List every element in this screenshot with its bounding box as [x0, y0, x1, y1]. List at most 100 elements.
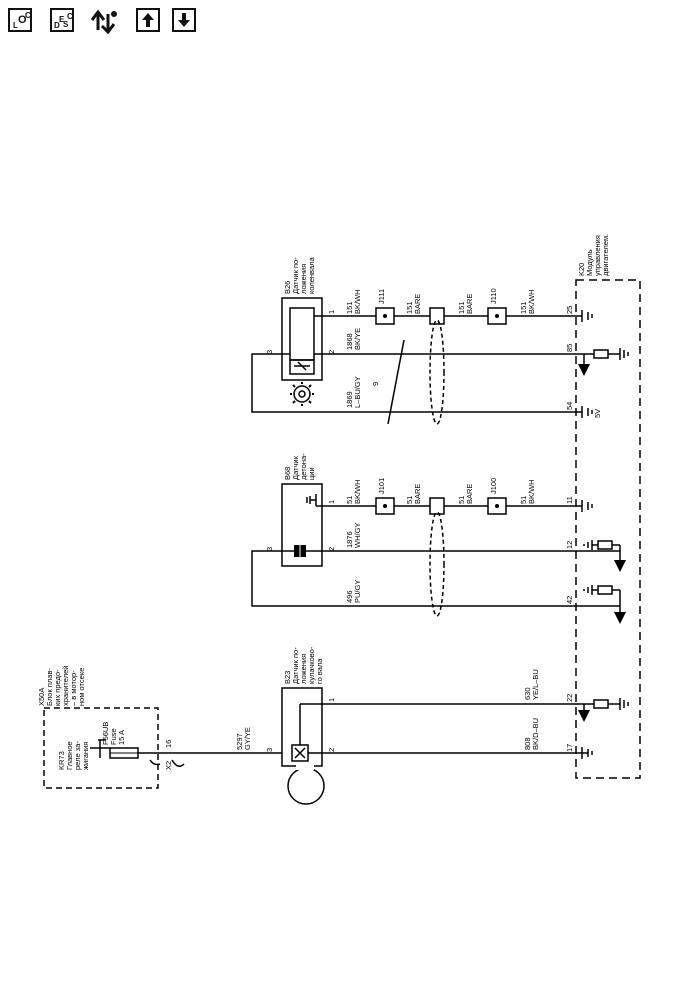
svg-text:ложения: ложения	[299, 264, 308, 294]
loc-letter-o: O	[18, 14, 27, 26]
ecm-5v-reference-pin-54	[581, 406, 593, 418]
shield-b26	[429, 319, 445, 425]
svg-text:51: 51	[345, 496, 354, 504]
ecm-input-pin-22	[578, 698, 629, 722]
svg-text:15 A: 15 A	[117, 730, 126, 745]
svg-text:L–BU/GY: L–BU/GY	[353, 376, 362, 408]
svg-text:YE/L–BU: YE/L–BU	[531, 669, 540, 700]
svg-text:BARE: BARE	[465, 294, 474, 314]
splice-j110-label: J110	[489, 288, 498, 304]
wire-1876-label: 1876 WH/GY	[345, 523, 362, 548]
k20-pin-11: 11	[565, 496, 574, 504]
wire-1869-label: 1869 L–BU/GY	[345, 376, 362, 408]
arrow-up-icon	[142, 13, 154, 27]
svg-text:51: 51	[457, 496, 466, 504]
svg-text:управления: управления	[593, 235, 602, 276]
svg-text:реле за-: реле за-	[73, 741, 82, 770]
svg-text:BARE: BARE	[413, 484, 422, 504]
svg-text:5297: 5297	[235, 733, 244, 750]
svg-text:X2: X2	[164, 761, 173, 770]
relay-contact-kr73	[90, 739, 110, 758]
loc-letter-c: C	[25, 11, 31, 20]
b68-pin-1: 1	[327, 500, 336, 504]
ecm-input-pin-42	[583, 585, 626, 624]
wire-5297-label: 5297 GY/YE	[235, 727, 252, 750]
ecm-input-pin-85	[578, 348, 629, 376]
wire-1868-label: 1868 BK/YE	[345, 328, 362, 350]
b26-element	[289, 307, 315, 361]
svg-text:Модуль: Модуль	[585, 249, 594, 276]
svg-text:Датчик по-: Датчик по-	[291, 647, 300, 684]
svg-text:ложения: ложения	[299, 654, 308, 684]
location-button[interactable]: L O C	[8, 8, 32, 32]
svg-text:BK/WH: BK/WH	[527, 479, 536, 504]
x2-connector-symbol	[149, 759, 185, 767]
svg-text:BARE: BARE	[413, 294, 422, 314]
wiring-tool-icon[interactable]	[88, 6, 120, 35]
arrow-down-icon	[178, 13, 190, 27]
svg-text:коленвала: коленвала	[307, 256, 316, 294]
x2-pin-16: 16	[164, 740, 173, 748]
b23-pin-1: 1	[327, 698, 336, 702]
description-button[interactable]: D E S C	[50, 8, 74, 32]
svg-text:Главное: Главное	[65, 741, 74, 770]
desc-letter-c: C	[67, 12, 73, 21]
svg-text:двигателем.: двигателем.	[601, 234, 610, 276]
svg-text:K20: K20	[577, 263, 586, 276]
svg-text:– в мотор-: – в мотор-	[69, 670, 78, 706]
svg-text:1869: 1869	[345, 391, 354, 408]
shield-drain-b26	[429, 307, 445, 325]
crankshaft-gear-icon	[293, 385, 311, 403]
b68-ground-icon	[306, 494, 317, 506]
wire-51a-label: 51 BK/WH	[345, 479, 362, 504]
toolbar: L O C D E S C	[0, 0, 220, 44]
wire-51d-label: 51 BK/WH	[519, 479, 536, 504]
previous-button[interactable]	[136, 8, 160, 32]
svg-text:ном отсеке: ном отсеке	[77, 668, 86, 706]
wire-151a-label: 151 BK/WH	[345, 289, 362, 314]
desc-letter-d: D	[54, 21, 60, 30]
ecm-internal-ground-pin-11	[581, 500, 593, 512]
twisted-pair-marker	[387, 339, 405, 425]
k20-pin-54: 54	[565, 402, 574, 410]
twisted-pair-label: 9	[371, 382, 380, 386]
camshaft-reluctor-icon	[287, 767, 325, 805]
b68-pin-2: 2	[327, 547, 336, 551]
svg-text:151: 151	[405, 301, 414, 314]
svg-text:630: 630	[523, 687, 532, 700]
fuse-block-x50a	[43, 707, 159, 789]
svg-text:го вала: го вала	[315, 658, 324, 684]
desc-letter-e: E	[59, 15, 65, 24]
svg-text:1868: 1868	[345, 333, 354, 350]
wire-151c-label: 151 BARE	[457, 294, 474, 314]
x50a-label: X50A Блок плав- ких предо- хранителей – …	[37, 666, 86, 706]
svg-text:детона-: детона-	[299, 453, 308, 480]
splice-j100-label: J100	[489, 478, 498, 494]
wire-496-label: 496 PU/GY	[345, 580, 362, 603]
svg-text:X50A: X50A	[37, 688, 46, 706]
svg-text:F56UB: F56UB	[101, 722, 110, 745]
loc-letter-l: L	[13, 21, 18, 30]
b23-pin-2: 2	[327, 748, 336, 752]
svg-text:Датчик: Датчик	[291, 455, 300, 480]
svg-text:WH/GY: WH/GY	[353, 523, 362, 548]
svg-text:51: 51	[405, 496, 414, 504]
b68-pin-3: 3	[265, 547, 274, 551]
b23-pin-3: 3	[265, 748, 274, 752]
splice-j111-label: J111	[377, 289, 386, 304]
k20-pin-85: 85	[565, 344, 574, 352]
b26-pin-1: 1	[327, 310, 336, 314]
svg-text:16: 16	[164, 740, 173, 748]
next-button[interactable]	[172, 8, 196, 32]
sensor-b68	[281, 483, 323, 567]
svg-text:B23: B23	[283, 671, 292, 684]
k20-pin-25: 25	[565, 306, 574, 314]
k20-pin-12: 12	[565, 541, 574, 549]
wire-496	[251, 550, 620, 607]
ecm-input-pin-12	[583, 540, 626, 572]
splice-j101-label: J101	[377, 478, 386, 494]
wire-630-label: 630 YE/L–BU	[523, 669, 540, 700]
k20-pin-42: 42	[565, 596, 574, 604]
b68-label: B68 Датчик детона- ции	[283, 453, 316, 480]
svg-text:жигания: жигания	[81, 742, 90, 770]
